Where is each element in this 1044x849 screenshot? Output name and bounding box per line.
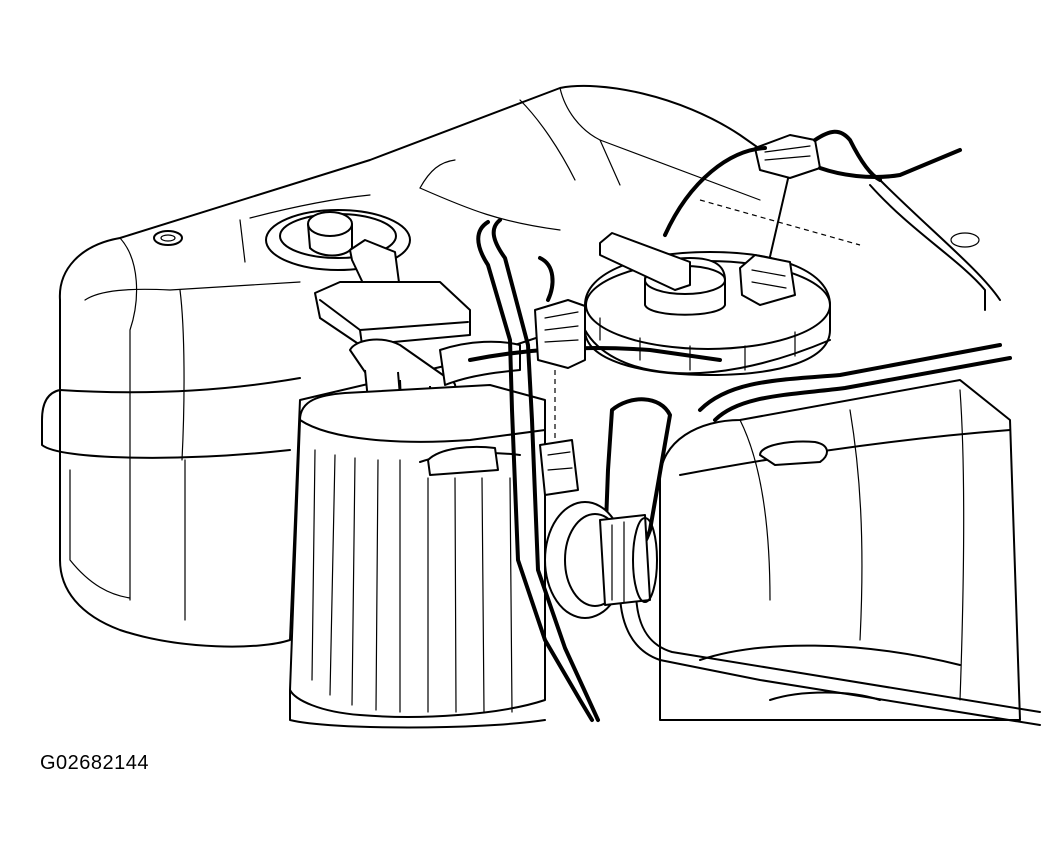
charcoal-canister <box>289 384 546 729</box>
fuel-pump-module <box>584 232 831 376</box>
figure-id-label: G02682144 <box>40 752 150 774</box>
inline-connector <box>534 299 586 496</box>
wiring-harness-connector <box>663 129 1001 311</box>
round-fitting <box>544 501 658 619</box>
